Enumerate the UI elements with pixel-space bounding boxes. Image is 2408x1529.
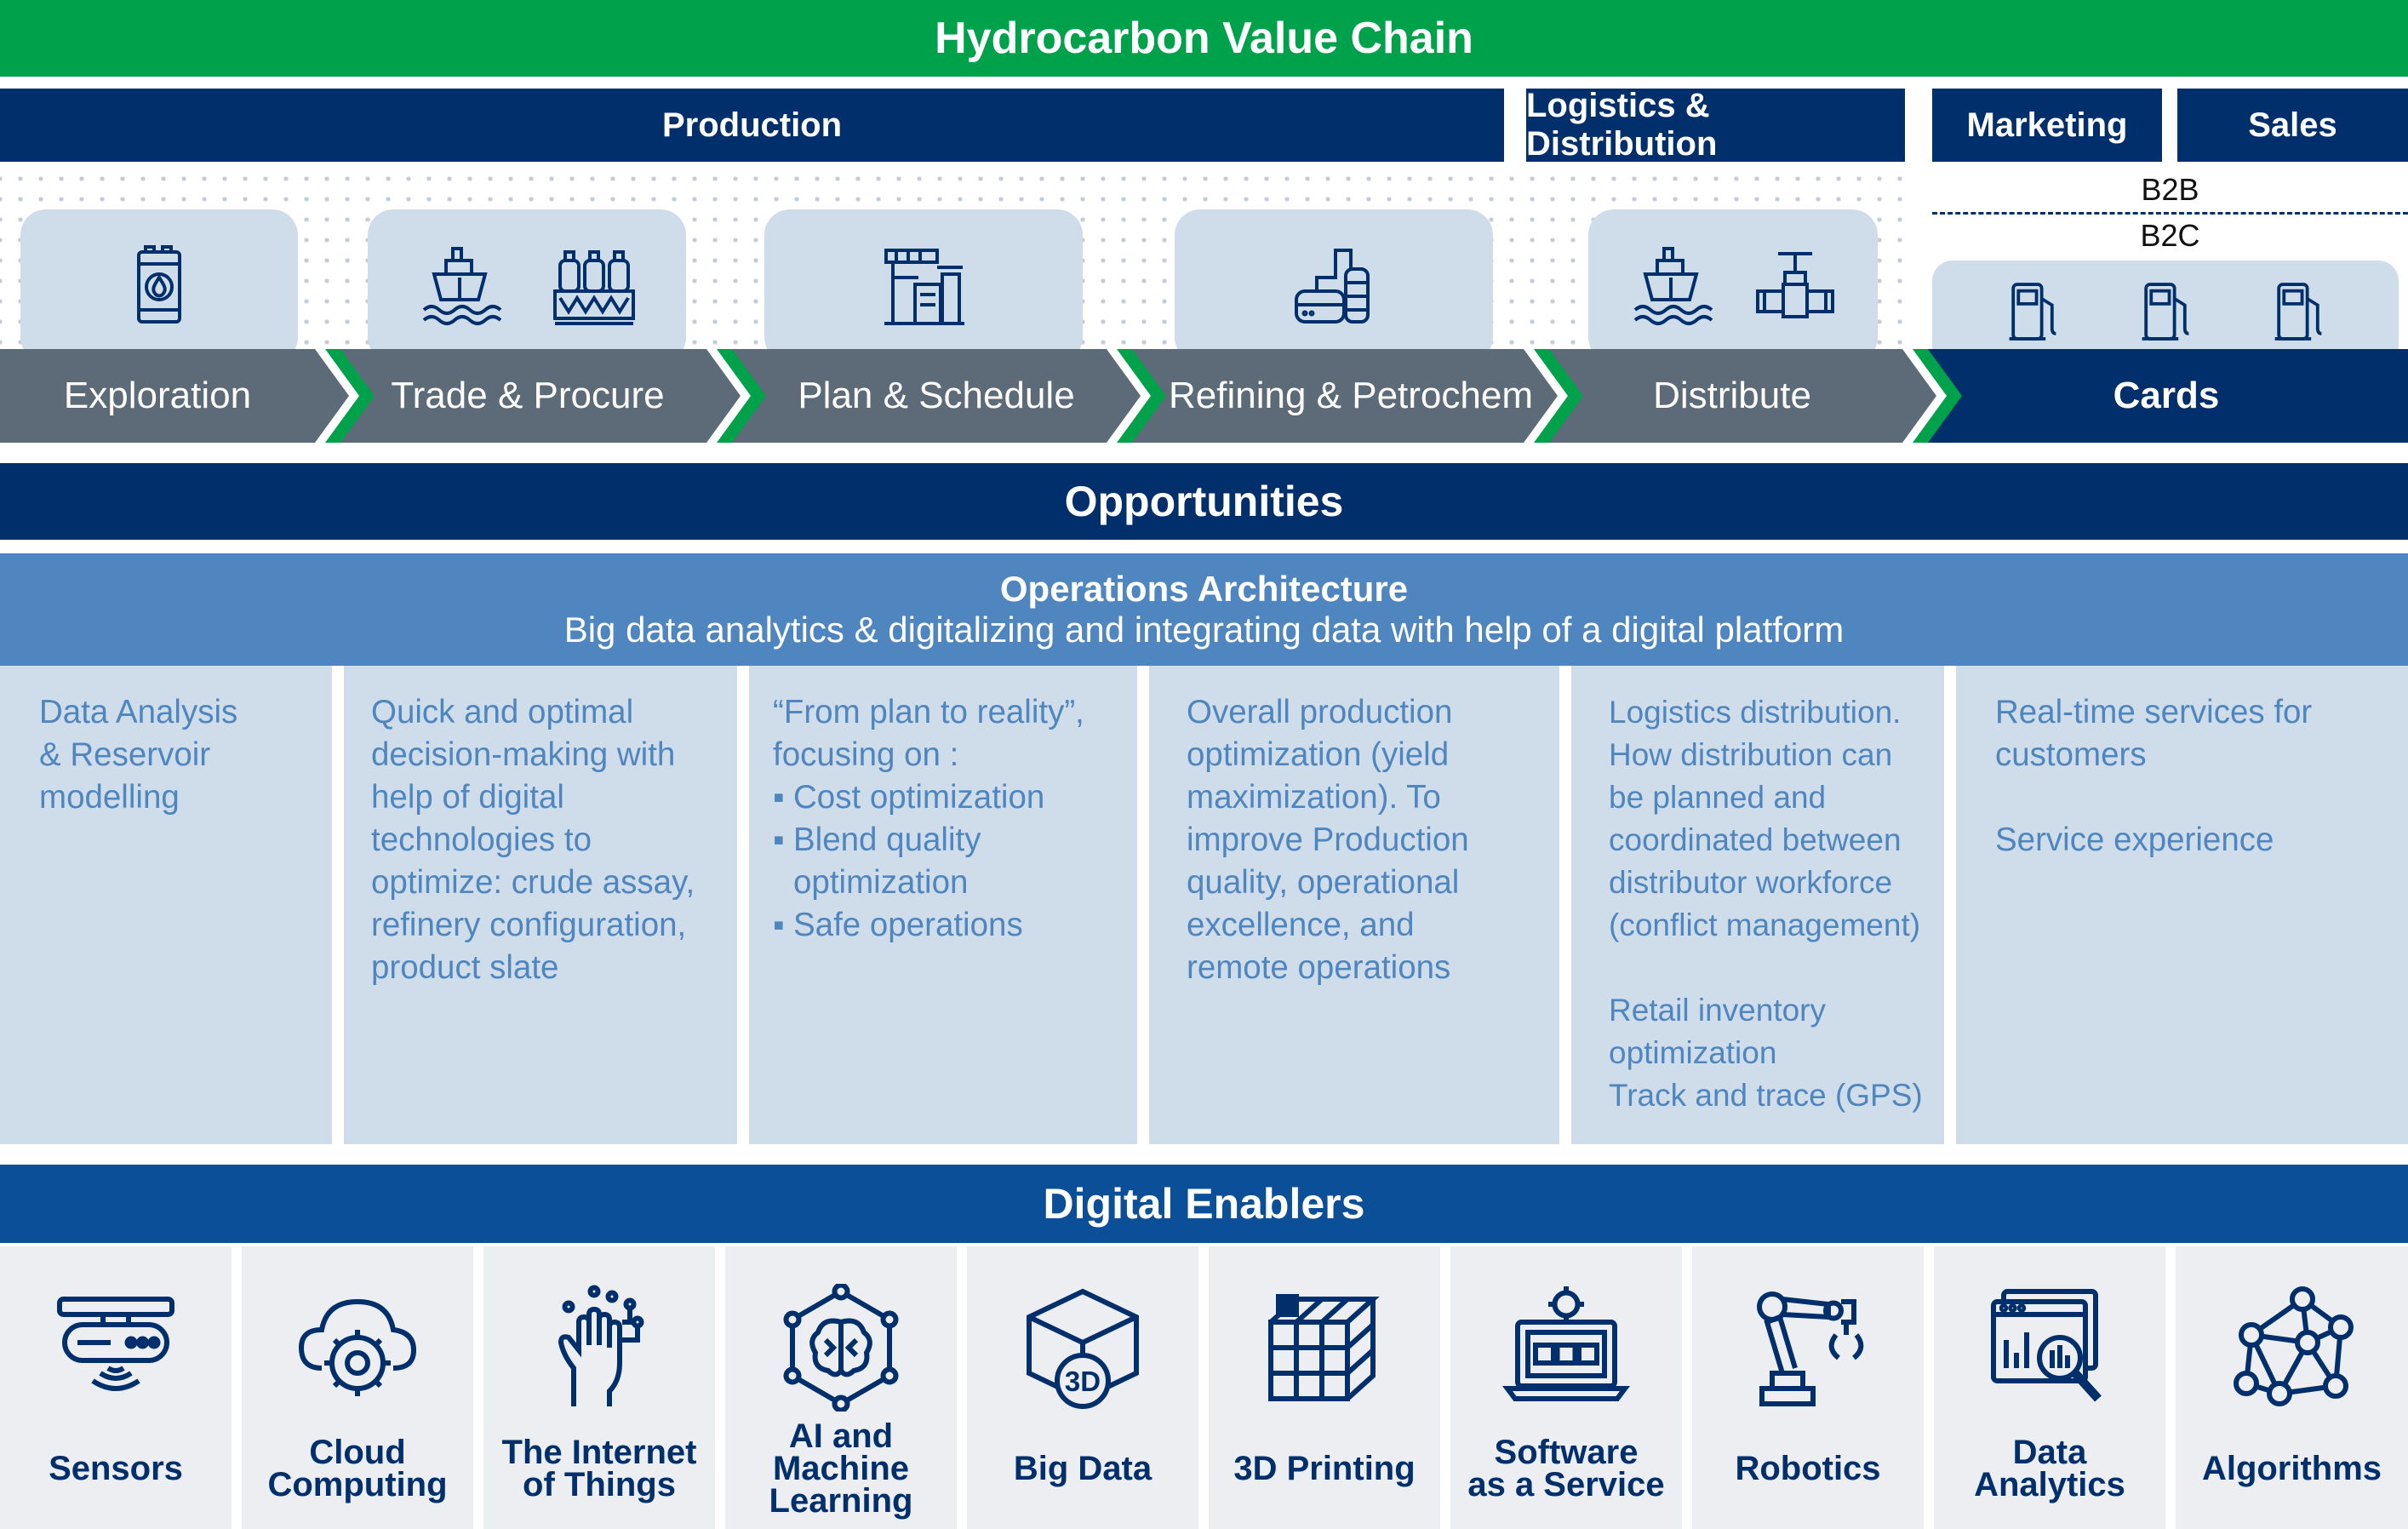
- pipeline-valve-icon: [1756, 252, 1835, 318]
- digital-enablers-title: Digital Enablers: [0, 1165, 2408, 1243]
- enabler-label: Software as a Service: [1467, 1434, 1665, 1503]
- enabler-data-analytics: Data Analytics: [1934, 1246, 2165, 1529]
- enabler-label: 3D Printing: [1233, 1450, 1416, 1487]
- phase-sales: Sales: [2177, 89, 2408, 162]
- cubes-grid-icon: [1268, 1294, 1380, 1401]
- value-chain-title: Hydrocarbon Value Chain: [0, 0, 2408, 77]
- enabler-label: Cloud Computing: [267, 1434, 448, 1503]
- network-nodes-icon: [2233, 1286, 2354, 1406]
- fuel-pump-icon: [2009, 283, 2056, 341]
- opportunity-plan-schedule: “From plan to reality”, focusing on : ▪C…: [749, 666, 1137, 1144]
- ai-brain-icon: [783, 1284, 899, 1412]
- step-distribute-chevron: [1549, 349, 1936, 443]
- bullet-text: Cost optimization: [793, 779, 1045, 816]
- enabler-algorithms: Algorithms: [2176, 1246, 2408, 1529]
- enabler-robotics: Robotics: [1692, 1246, 1924, 1529]
- value-chain-steps: [0, 349, 2408, 443]
- opportunity-text: Data Analysis & Reservoir modelling: [39, 694, 238, 816]
- refining-icon-card: [1175, 209, 1493, 363]
- enabler-label: Algorithms: [2201, 1450, 2382, 1487]
- step-plan-schedule-label: Plan & Schedule: [798, 375, 1075, 416]
- market-divider: [1932, 212, 2408, 215]
- enabler-label: Robotics: [1735, 1450, 1881, 1487]
- 3d-cube-icon: 3D: [1027, 1288, 1139, 1409]
- enabler-cloud-computing: Cloud Computing: [242, 1246, 473, 1529]
- step-trade-procure-chevron: [340, 349, 741, 443]
- opportunity-cards: Real-time services for customers Service…: [1956, 666, 2408, 1144]
- ship-icon: [1633, 247, 1713, 325]
- enabler-label: AI and Machine Learning: [769, 1417, 913, 1520]
- opportunity-trade-procure: Quick and optimal decision-making with h…: [344, 666, 737, 1144]
- architecture-subtitle: Big data analytics & digitalizing and in…: [563, 610, 1845, 650]
- analytics-magnifier-icon: [1991, 1289, 2102, 1402]
- iot-hand-icon: [558, 1285, 644, 1406]
- architecture-title: Operations Architecture: [999, 569, 1409, 609]
- opportunity-text: Retail inventory optimization Track and …: [1609, 993, 1923, 1113]
- phase-marketing: Marketing: [1932, 89, 2162, 162]
- opportunity-text: Quick and optimal decision-making with h…: [371, 694, 695, 986]
- enabler-label: The Internet of Things: [501, 1434, 697, 1503]
- operations-architecture-banner: Operations Architecture Big data analyti…: [0, 553, 2408, 666]
- sensor-icon: [57, 1297, 174, 1391]
- enabler-big-data: 3D Big Data: [967, 1246, 1198, 1529]
- bullet-item: ▪Blend quality optimization: [773, 819, 1117, 904]
- market-b2c-label: B2C: [2140, 218, 2200, 253]
- opportunity-distribute: Logistics distribution. How distribution…: [1571, 666, 1944, 1144]
- fuel-pump-icon: [2142, 283, 2189, 341]
- enabler-label: Data Analytics: [1974, 1434, 2125, 1503]
- step-plan-schedule-chevron: [732, 349, 1141, 443]
- robot-arm-icon: [1757, 1291, 1864, 1406]
- opportunity-text: Real-time services for customers: [1995, 694, 2313, 773]
- enabler-saas: Software as a Service: [1450, 1246, 1682, 1529]
- opportunity-text: Service experience: [1995, 822, 2274, 858]
- bullet-item: ▪Cost optimization: [773, 776, 1117, 819]
- fuel-pump-icon: [2274, 283, 2322, 341]
- ship-icon: [422, 247, 502, 325]
- opportunities-title: Opportunities: [0, 463, 2408, 540]
- oil-barrel-icon: [137, 245, 181, 324]
- cards-icon-card: [1932, 261, 2399, 363]
- opportunity-exploration: Data Analysis & Reservoir modelling: [0, 666, 332, 1144]
- distribute-icon-card: [1588, 209, 1878, 363]
- enabler-3d-printing: 3D Printing: [1209, 1246, 1440, 1529]
- step-refining-label: Refining & Petrochem: [1169, 375, 1533, 416]
- step-cards-label: Cards: [2113, 375, 2220, 416]
- enabler-label: Sensors: [49, 1450, 183, 1487]
- trade-procure-icon-card: [368, 209, 686, 363]
- opportunity-intro: “From plan to reality”, focusing on :: [773, 694, 1084, 773]
- plan-schedule-icon-card: [764, 209, 1083, 363]
- bullet-text: Blend quality optimization: [793, 822, 981, 901]
- phase-logistics-distribution: Logistics & Distribution: [1526, 87, 1905, 163]
- exploration-icon-card: [20, 209, 298, 363]
- petrochemical-plant-icon: [1295, 249, 1370, 324]
- market-b2b-label: B2B: [2141, 172, 2199, 207]
- step-exploration-label: Exploration: [63, 375, 252, 416]
- laptop-gear-icon: [1502, 1286, 1630, 1401]
- svg-text:3D: 3D: [1065, 1366, 1101, 1397]
- cloud-gear-icon: [298, 1298, 417, 1396]
- step-refining-chevron: [1132, 349, 1558, 443]
- storage-tanks-icon: [553, 250, 635, 325]
- opportunity-text: Overall production optimization (yield m…: [1187, 694, 1469, 986]
- bullet-item: ▪Safe operations: [773, 904, 1117, 947]
- enabler-label: Big Data: [1013, 1450, 1153, 1487]
- refinery-plant-icon: [884, 249, 964, 325]
- opportunity-refining: Overall production optimization (yield m…: [1149, 666, 1559, 1144]
- enabler-sensors: Sensors: [0, 1246, 232, 1529]
- bullet-text: Safe operations: [793, 907, 1023, 943]
- opportunity-text: Logistics distribution. How distribution…: [1609, 695, 1921, 942]
- step-exploration-chevron: [0, 349, 349, 443]
- step-distribute-label: Distribute: [1653, 375, 1811, 416]
- step-cards-chevron: [1928, 349, 2408, 443]
- step-trade-procure-label: Trade & Procure: [391, 375, 665, 416]
- enabler-iot: The Internet of Things: [483, 1246, 715, 1529]
- phase-production: Production: [0, 89, 1504, 162]
- enabler-ai-ml: AI and Machine Learning: [725, 1246, 957, 1529]
